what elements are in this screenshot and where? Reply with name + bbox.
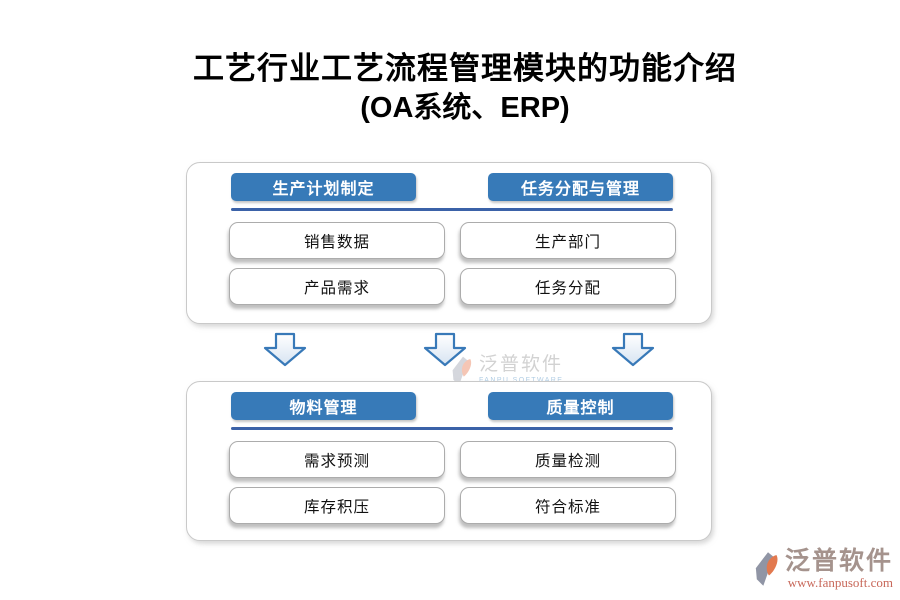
down-arrow-icon bbox=[263, 332, 307, 367]
fanpu-logo-icon bbox=[755, 552, 778, 586]
module-header-production-planning: 生产计划制定 bbox=[231, 173, 416, 201]
feature-item-inventory-backlog: 库存积压 bbox=[229, 487, 445, 524]
header-underline bbox=[231, 208, 673, 211]
module-header-quality-control: 质量控制 bbox=[488, 392, 673, 420]
feature-item-production-dept: 生产部门 bbox=[460, 222, 676, 259]
feature-item-sales-data: 销售数据 bbox=[229, 222, 445, 259]
fanpu-logo-icon bbox=[452, 356, 472, 386]
brand-name-text: 泛普软件 bbox=[785, 547, 894, 575]
watermark-brand-text: 泛普软件 bbox=[479, 354, 564, 375]
down-arrow-icon bbox=[611, 332, 655, 367]
watermark-subtext: FANPU SOFTWARE bbox=[479, 377, 563, 384]
module-header-task-assignment: 任务分配与管理 bbox=[488, 173, 673, 201]
title-line-1: 工艺行业工艺流程管理模块的功能介绍 bbox=[193, 51, 737, 86]
header-underline bbox=[231, 427, 673, 430]
brand-url-text: www.fanpusoft.com bbox=[787, 575, 894, 590]
page-title: 工艺行业工艺流程管理模块的功能介绍 (OA系统、ERP) bbox=[30, 50, 900, 126]
feature-item-standards-compliance: 符合标准 bbox=[460, 487, 676, 524]
feature-item-product-demand: 产品需求 bbox=[229, 268, 445, 305]
feature-item-quality-inspection: 质量检测 bbox=[460, 441, 676, 478]
panel-material-and-quality: 物料管理 质量控制 需求预测 质量检测 库存积压 符合标准 bbox=[186, 381, 712, 541]
feature-item-task-assign: 任务分配 bbox=[460, 268, 676, 305]
down-arrow-icon bbox=[423, 332, 467, 367]
title-line-2: (OA系统、ERP) bbox=[360, 92, 570, 124]
module-header-material-management: 物料管理 bbox=[231, 392, 416, 420]
brand-logo: 泛普软件 www.fanpusoft.com bbox=[754, 547, 893, 591]
panel-production-and-tasks: 生产计划制定 任务分配与管理 销售数据 生产部门 产品需求 任务分配 bbox=[186, 162, 712, 324]
watermark-center: 泛普软件 FANPU SOFTWARE bbox=[451, 354, 563, 388]
feature-item-demand-forecast: 需求预测 bbox=[229, 441, 445, 478]
